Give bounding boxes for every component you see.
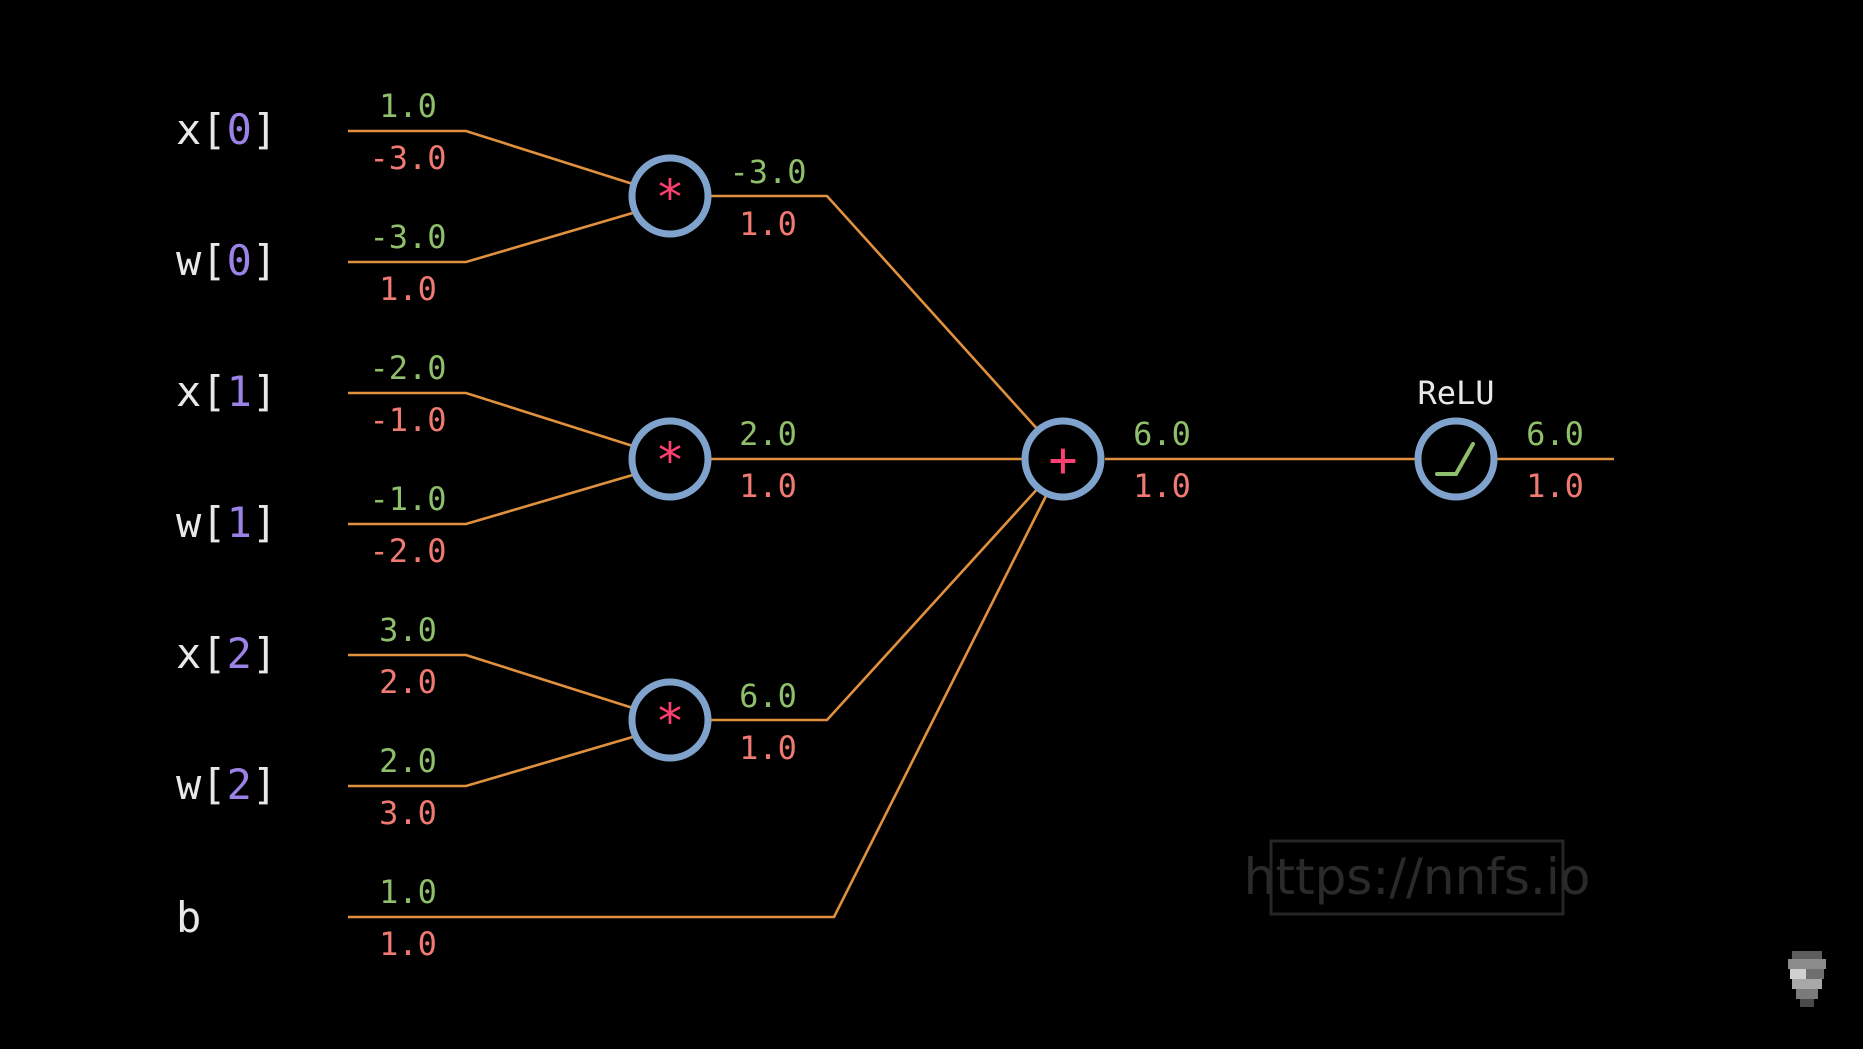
relu-node-ring [1418,421,1494,497]
pixel-face-icon [1788,951,1826,1007]
multiply-operator-icon: * [656,694,685,750]
sum-node: + [1025,421,1101,497]
mul-node-1: * [632,421,708,497]
input-label-w1: w[1] [176,498,277,547]
mul-node-2: * [632,682,708,758]
forward-value-relu: 6.0 [1526,415,1584,453]
grad-value-mul2: 1.0 [739,729,797,767]
grad-value-relu: 1.0 [1526,467,1584,505]
input-label-b: b [176,893,201,942]
multiply-operator-icon: * [656,433,685,489]
forward-value-b: 1.0 [379,873,437,911]
watermark-url: https://nnfs.io [1244,848,1591,906]
forward-value-x2: 3.0 [379,611,437,649]
relu-node: ReLU [1417,374,1494,497]
grad-value-w0: 1.0 [379,270,437,308]
input-label-w0: w[0] [176,236,277,285]
forward-value-w1: -1.0 [369,480,446,518]
forward-value-sum: 6.0 [1133,415,1191,453]
forward-value-x0: 1.0 [379,87,437,125]
grad-value-b: 1.0 [379,925,437,963]
input-label-x1: x[1] [176,367,277,416]
mul-node-0: * [632,158,708,234]
input-label-w2: w[2] [176,760,277,809]
input-labels: x[0] w[0] x[1] w[1] x[2] w[2] b [176,105,277,942]
grad-value-x2: 2.0 [379,663,437,701]
input-label-x0: x[0] [176,105,277,154]
multiply-operator-icon: * [656,170,685,226]
wires [348,131,1614,917]
watermark: https://nnfs.io [1244,841,1591,914]
grad-value-x0: -3.0 [369,139,446,177]
forward-value-x1: -2.0 [369,349,446,387]
grad-value-w1: -2.0 [369,532,446,570]
input-label-x2: x[2] [176,629,277,678]
forward-value-w2: 2.0 [379,742,437,780]
grad-value-w2: 3.0 [379,794,437,832]
grad-value-x1: -1.0 [369,401,446,439]
forward-value-mul0: -3.0 [729,153,806,191]
plus-operator-icon: + [1049,432,1078,488]
relu-title: ReLU [1417,374,1494,412]
grad-value-mul0: 1.0 [739,205,797,243]
grad-value-mul1: 1.0 [739,467,797,505]
forward-value-mul1: 2.0 [739,415,797,453]
forward-value-w0: -3.0 [369,218,446,256]
grad-value-sum: 1.0 [1133,467,1191,505]
forward-value-mul2: 6.0 [739,677,797,715]
